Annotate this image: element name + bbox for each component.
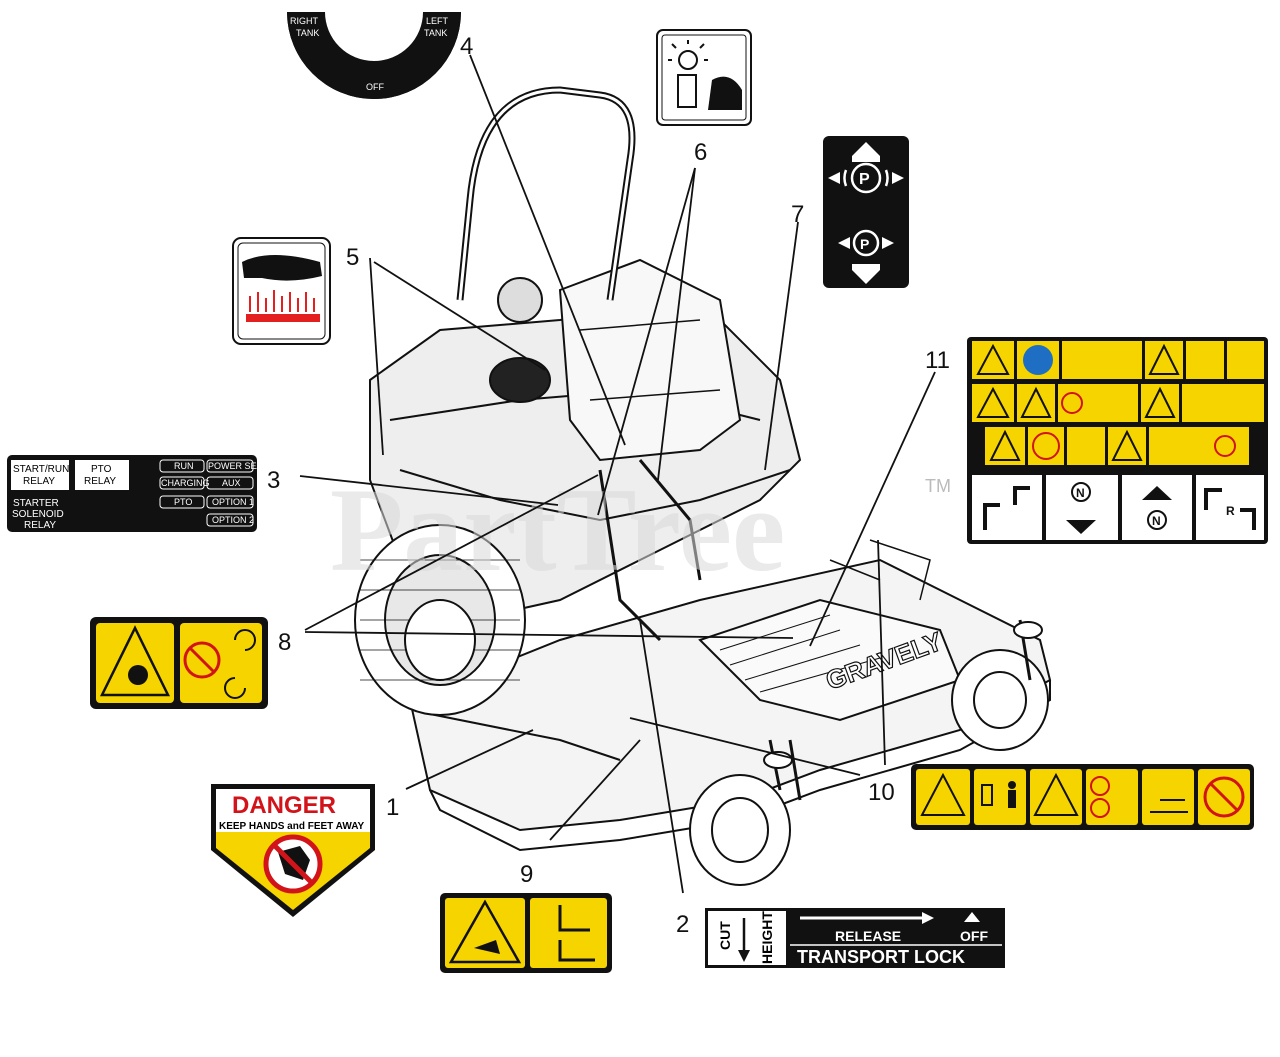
- brake-p-upper: P: [859, 171, 870, 188]
- fuel-right-label: RIGHT: [290, 16, 319, 26]
- callout-3: 3: [267, 467, 280, 494]
- callout-8: 8: [278, 629, 291, 656]
- relay-start-run-1: START/RUN: [13, 464, 69, 475]
- callout-5: 5: [346, 244, 359, 271]
- deck-warning-decal: [440, 893, 612, 973]
- brake-p-lower: P: [860, 236, 869, 252]
- callout-numbers: 1 2 3 4 5 6 7 8 9 10 11: [267, 33, 950, 938]
- transport-lock-decal: CUT HEIGHT RELEASE OFF TRANSPORT LOCK: [705, 908, 1005, 968]
- fuse-option2: OPTION 2: [212, 515, 254, 525]
- relay-pto-1: PTO: [91, 464, 112, 475]
- height-label: HEIGHT: [759, 911, 775, 964]
- fuel-selector-decal: RIGHT TANK LEFT TANK OFF: [287, 12, 461, 99]
- hot-surface-decal: [232, 237, 331, 345]
- pressure-warning-decal: [656, 29, 752, 126]
- belt-warning-decal: [90, 617, 268, 709]
- operator-warning-decal: [911, 764, 1254, 830]
- danger-decal: DANGER KEEP HANDS and FEET AWAY: [211, 784, 375, 917]
- off-label: OFF: [960, 928, 988, 944]
- fuse-option1: OPTION 1: [212, 497, 254, 507]
- callout-4: 4: [460, 33, 473, 60]
- fuel-right-label-2: TANK: [296, 28, 319, 38]
- reverse-r: R: [1226, 504, 1235, 518]
- cut-label: CUT: [717, 921, 733, 950]
- watermark: PartTree: [330, 463, 785, 596]
- release-label: RELEASE: [835, 928, 901, 944]
- callout-9: 9: [520, 861, 533, 888]
- danger-subtitle: KEEP HANDS and FEET AWAY: [219, 821, 365, 832]
- leader-lines: [299, 54, 936, 894]
- danger-title: DANGER: [232, 792, 336, 819]
- fuel-left-label-2: TANK: [424, 28, 447, 38]
- callout-11: 11: [925, 347, 950, 374]
- safety-panel-decal: N N R: [967, 337, 1268, 544]
- callout-1: 1: [386, 794, 399, 821]
- callout-7: 7: [791, 201, 804, 228]
- relay-pto-2: RELAY: [84, 476, 116, 487]
- fuse-charging: CHARGING: [161, 478, 210, 488]
- fuse-run: RUN: [174, 461, 194, 471]
- callout-10: 10: [868, 779, 895, 806]
- fuse-aux: AUX: [222, 478, 241, 488]
- fuse-pto: PTO: [174, 497, 192, 507]
- mower-illustration: [354, 86, 1052, 886]
- neutral-n-2: N: [1152, 514, 1161, 528]
- transport-lock-label: TRANSPORT LOCK: [797, 947, 965, 967]
- relay-starter-1: STARTER: [13, 498, 59, 509]
- parking-brake-decal: P P: [823, 136, 909, 288]
- fuel-left-label: LEFT: [426, 16, 449, 26]
- callout-6: 6: [694, 139, 707, 166]
- fuse-power-seat: POWER SEAT: [208, 461, 268, 471]
- callout-2: 2: [676, 911, 689, 938]
- relay-decal: START/RUN RELAY PTO RELAY STARTER SOLENO…: [7, 455, 268, 532]
- trademark: TM: [925, 476, 951, 496]
- relay-starter-2: SOLENOID: [12, 509, 64, 520]
- neutral-n-1: N: [1076, 486, 1085, 500]
- relay-starter-3: RELAY: [24, 520, 56, 531]
- relay-start-run-2: RELAY: [23, 476, 55, 487]
- fuel-off-label: OFF: [366, 82, 384, 92]
